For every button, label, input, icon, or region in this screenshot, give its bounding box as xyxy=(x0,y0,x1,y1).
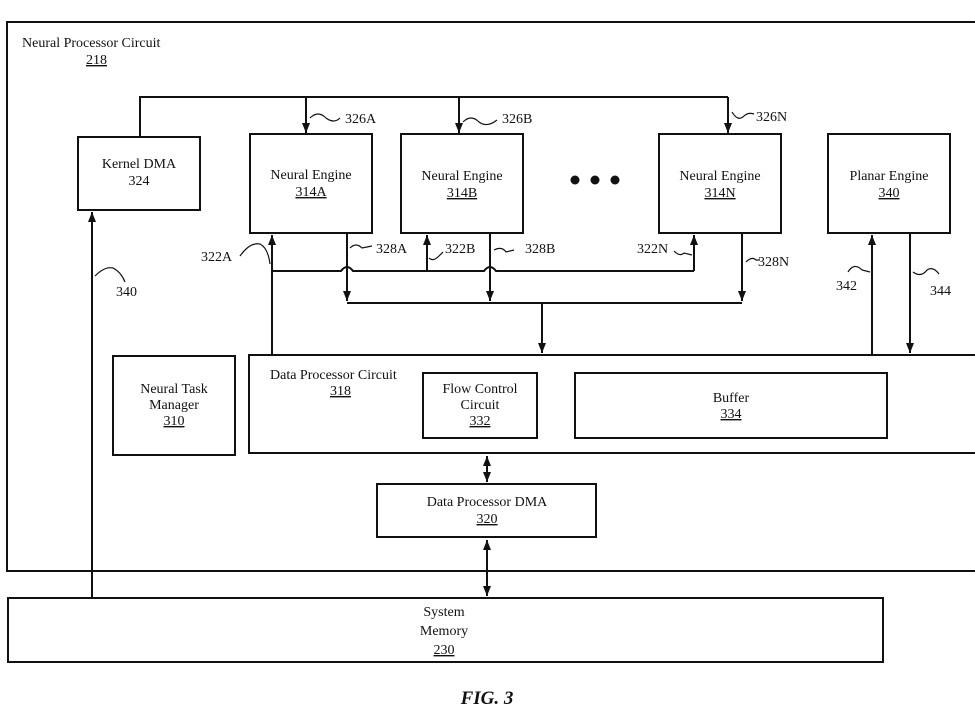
neural-task-manager-box: Neural Task Manager 310 xyxy=(112,355,236,456)
neural-engine-a: Neural Engine 314A xyxy=(249,133,373,234)
neural-task-manager-ref: 310 xyxy=(164,414,185,429)
figure-caption: FIG. 3 xyxy=(460,688,514,709)
ref-340: 340 xyxy=(116,285,137,300)
buffer-label: Buffer xyxy=(713,391,750,406)
neural-engine-ref: 314A xyxy=(295,185,327,200)
ref-322A: 322A xyxy=(201,250,233,265)
neural-engine-label: Neural Engine xyxy=(270,168,351,183)
leader-340 xyxy=(94,267,126,283)
leader-326A xyxy=(309,113,341,122)
frame-title: Neural Processor Circuit xyxy=(22,36,161,51)
data-processor-circuit-ref: 318 xyxy=(330,384,351,399)
data-processor-dma-label: Data Processor DMA xyxy=(427,495,548,510)
ref-326N: 326N xyxy=(756,110,787,125)
kernel-dma-ref: 324 xyxy=(129,174,150,189)
data-processor-dma-ref: 320 xyxy=(477,512,498,527)
ellipsis-dots xyxy=(570,175,620,185)
planar-engine-ref: 340 xyxy=(879,186,900,201)
ref-344: 344 xyxy=(930,284,951,299)
data-processor-circuit-label: Data Processor Circuit xyxy=(270,368,397,383)
flow-control-label: Circuit xyxy=(461,398,500,413)
neural-task-manager-label: Neural Task xyxy=(140,382,208,397)
ref-326B: 326B xyxy=(502,112,532,127)
ref-328A: 328A xyxy=(376,242,408,257)
kernel-bus xyxy=(139,96,728,137)
frame-ref: 218 xyxy=(86,53,107,68)
system-memory-box: System Memory 230 xyxy=(7,597,884,663)
leader-326N xyxy=(731,111,755,119)
leader-322B xyxy=(428,251,444,261)
neural-engine-ref: 314B xyxy=(447,186,477,201)
leader-342 xyxy=(847,265,871,273)
ref-326A: 326A xyxy=(345,112,377,127)
ref-322B: 322B xyxy=(445,242,475,257)
ref-322N: 322N xyxy=(637,242,668,257)
buffer-box: Buffer 334 xyxy=(574,372,888,439)
system-memory-label: System xyxy=(423,605,464,620)
leader-344 xyxy=(912,268,940,276)
leader-328N xyxy=(745,257,760,263)
ref-328B: 328B xyxy=(525,242,555,257)
neural-engine-label: Neural Engine xyxy=(679,169,760,184)
flow-control-circuit-box: Flow Control Circuit 332 xyxy=(422,372,538,439)
neural-engine-ref: 314N xyxy=(704,186,735,201)
neural-engine-n: Neural Engine 314N xyxy=(658,133,782,234)
neural-task-manager-label: Manager xyxy=(149,398,199,413)
flow-control-ref: 332 xyxy=(470,414,491,429)
neural-engine-label: Neural Engine xyxy=(421,169,502,184)
leader-328A xyxy=(349,244,373,249)
leader-328B xyxy=(493,247,515,253)
flow-control-label: Flow Control xyxy=(442,382,517,397)
planar-engine-label: Planar Engine xyxy=(850,169,929,184)
system-memory-label: Memory xyxy=(420,624,468,639)
data-processor-dma-box: Data Processor DMA 320 xyxy=(376,483,597,538)
buffer-ref: 334 xyxy=(721,407,742,422)
kernel-dma-box: Kernel DMA 324 xyxy=(77,136,201,211)
kernel-dma-label: Kernel DMA xyxy=(102,157,177,172)
neural-processor-frame xyxy=(6,21,975,572)
leader-322A xyxy=(239,243,271,265)
bus-322 xyxy=(272,266,694,272)
leader-322N xyxy=(673,250,693,256)
system-memory-ref: 230 xyxy=(434,643,455,658)
ref-328N: 328N xyxy=(758,255,789,270)
leader-326B xyxy=(462,117,498,126)
neural-engine-b: Neural Engine 314B xyxy=(400,133,524,234)
ref-342: 342 xyxy=(836,279,857,294)
planar-engine-box: Planar Engine 340 xyxy=(827,133,951,234)
